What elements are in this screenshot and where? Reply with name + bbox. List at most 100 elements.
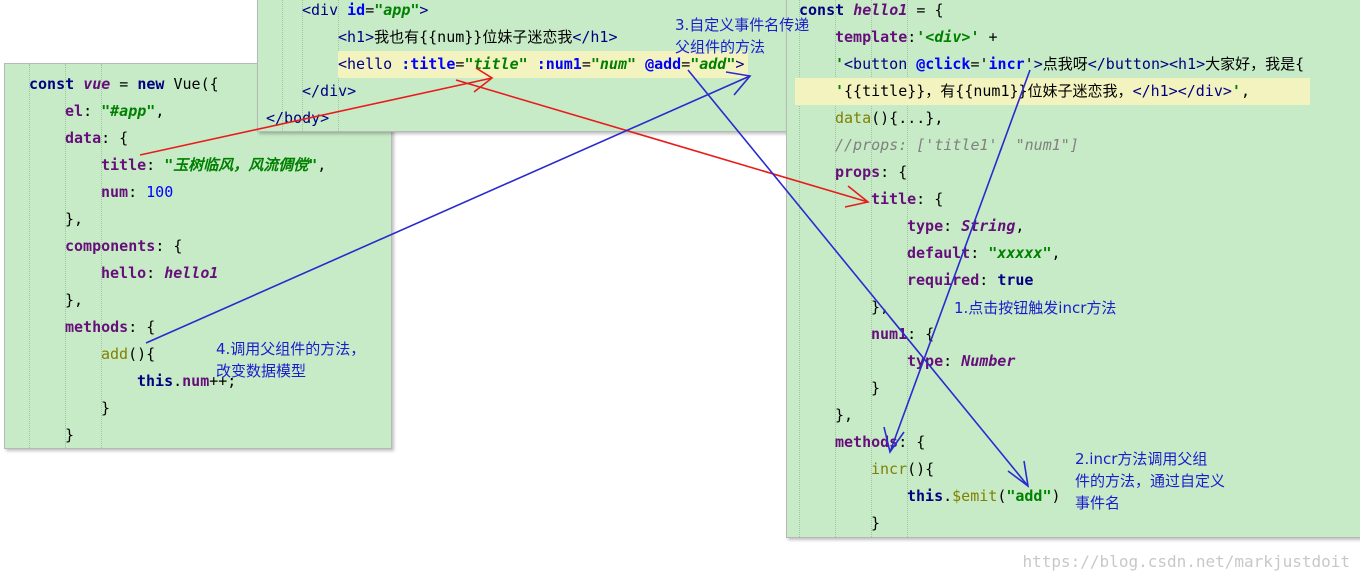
code-token: num [182,372,210,390]
code-token: </div> [302,82,357,100]
code-token: } [871,379,881,397]
code-token: = { [907,1,944,19]
code-line: title: "玉树临风，风流倜傥", [101,152,326,179]
code-line: //props: ['title1', "num1"] [835,132,1079,159]
code-token: : [970,244,989,262]
code-token: > [1033,55,1043,73]
code-token: $emit [952,487,998,505]
code-token: true [997,271,1034,289]
code-line: props: { [835,159,907,186]
code-token: : { [907,325,935,343]
code-token: hello1 [853,1,908,19]
code-token: : { [880,163,908,181]
code-line: }, [871,294,889,321]
code-token: + [979,28,998,46]
code-line: num1: { [871,321,934,348]
code-line: template:'<div>' + [835,24,998,51]
code-token: ' [835,82,845,100]
code-line: <h1>我也有{{num}}位妹子迷恋我</h1> [338,24,618,51]
code-token: : { [101,129,129,147]
code-token: : [146,156,165,174]
code-line: methods: { [65,314,155,341]
code-line: <div id="app"> [302,0,428,24]
code-token: title [871,190,917,208]
code-token: data [65,129,102,147]
code-token: = [581,55,591,73]
code-line: methods: { [835,429,925,456]
code-token: }, [871,298,890,316]
code-token: : [907,28,917,46]
code-token: (){ [907,460,935,478]
annotation-step-1: 1.点击按钮触发incr方法 [954,299,1117,317]
code-token: 100 [146,183,174,201]
code-token: type [907,352,944,370]
code-token: @click [916,55,971,73]
code-token: components [65,237,156,255]
code-token: }, [835,406,854,424]
code-token: title [101,156,147,174]
code-token: methods [835,433,899,451]
code-token: vue [83,75,111,93]
code-line: const hello1 = { [799,0,944,24]
code-token: , [1051,244,1061,262]
code-token: {{title}}，有{{num1}}位妹子迷恋我， [844,82,1133,100]
code-token: (){...}, [871,109,944,127]
code-line: this.num++; [137,368,236,395]
code-token: hello1 [164,264,219,282]
code-token: :title [401,55,456,73]
code-token: hello [101,264,147,282]
code-token: <hello [338,55,402,73]
code-token: : [943,352,962,370]
code-token [636,55,645,73]
child-component-code-panel: const hello1 = { template:'<div>' + '<bu… [786,0,1360,538]
code-line: incr(){ [871,456,934,483]
code-token: . [173,372,183,390]
code-line: type: Number [907,348,1015,375]
watermark: https://blog.csdn.net/markjustdoit [1022,552,1350,571]
code-token: el [65,102,84,120]
code-token: const [29,75,84,93]
code-token: methods [65,318,129,336]
code-token: } [871,514,881,532]
code-token: props [835,163,881,181]
code-line: this.$emit("add") [907,483,1061,510]
code-token: "title" [464,55,528,73]
code-token: <div [302,1,348,19]
code-token: "add" [1006,487,1052,505]
code-token: default [907,244,971,262]
code-token: . [943,487,953,505]
code-token: type [907,217,944,235]
code-line: components: { [65,233,182,260]
code-token: "玉树临风，风流倜傥" [164,156,318,174]
code-token: ' [1231,82,1241,100]
code-line: </body> [266,105,329,131]
code-token: , [155,102,165,120]
code-token: , [1015,217,1025,235]
code-token: , [317,156,327,174]
code-token: "add" [690,55,736,73]
code-token: this [907,487,944,505]
code-token: }, [65,291,84,309]
annotation-step-4: 4.调用父组件的方法， 改变数据模型 [216,340,366,380]
code-token: : { [155,237,183,255]
code-token: ) [1051,487,1061,505]
code-token: Vue({ [173,75,219,93]
code-token: ( [997,487,1007,505]
code-token: "#app" [101,102,156,120]
code-token: incr [871,460,908,478]
code-token: ' [1024,55,1034,73]
code-line: num: 100 [101,179,173,206]
code-token: this [137,372,174,390]
code-token: id [347,1,366,19]
code-line: } [101,395,110,422]
code-token: 大家好，我是{ [1205,55,1305,73]
code-line: data: { [65,125,128,152]
code-token: : { [898,433,926,451]
code-line: title: { [871,186,943,213]
code-token: </h1> [572,28,618,46]
code-token: </button> [1087,55,1170,73]
code-token: <h1> [338,28,375,46]
code-token: ' [835,55,845,73]
code-token: @add [645,55,682,73]
code-token: : [943,217,962,235]
